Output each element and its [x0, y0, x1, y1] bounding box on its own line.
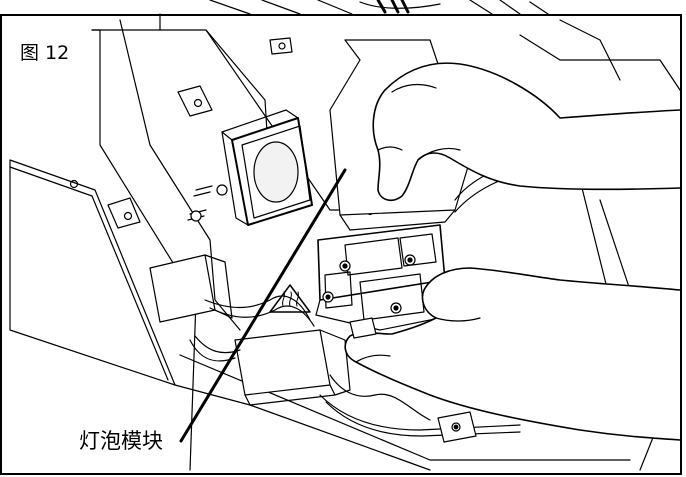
upper-hand: [372, 62, 681, 202]
bulb-module-callout: 灯泡模块: [79, 429, 163, 453]
figure-frame: [0, 14, 682, 475]
power-supply-block: [149, 254, 351, 406]
figure-number: 图 12: [20, 42, 70, 64]
bulb-module: [315, 206, 446, 331]
mounting-bracket: [107, 37, 293, 229]
screw-icon: [187, 184, 228, 222]
chassis: [91, 13, 681, 471]
top-banner-fragment: [209, 0, 549, 15]
callout-leader-line: [179, 168, 347, 443]
bottom-bracket: [437, 411, 477, 443]
lower-hand: [344, 267, 681, 441]
cooling-fan-icon: [221, 109, 313, 226]
